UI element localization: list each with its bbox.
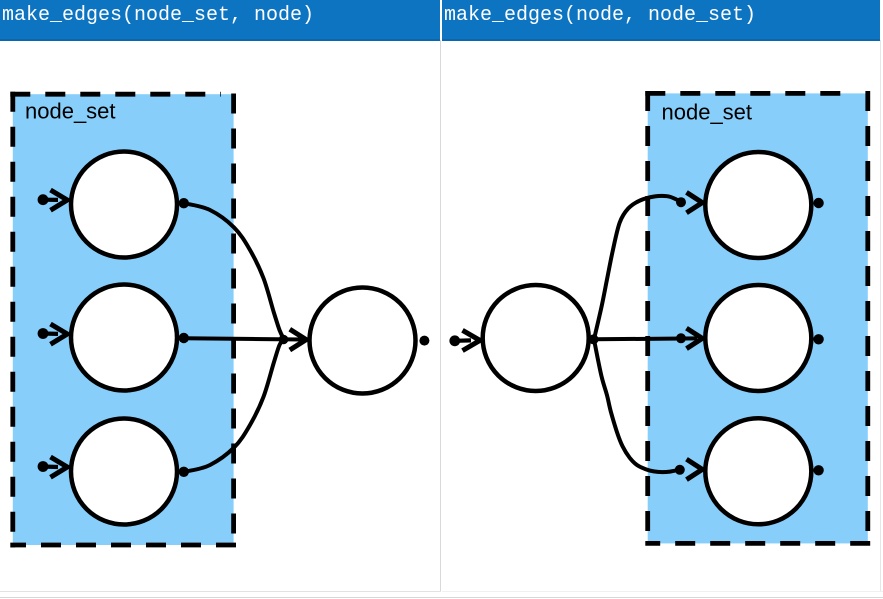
svg-text:node_set: node_set [25, 99, 116, 124]
svg-text:node_set: node_set [662, 100, 753, 125]
